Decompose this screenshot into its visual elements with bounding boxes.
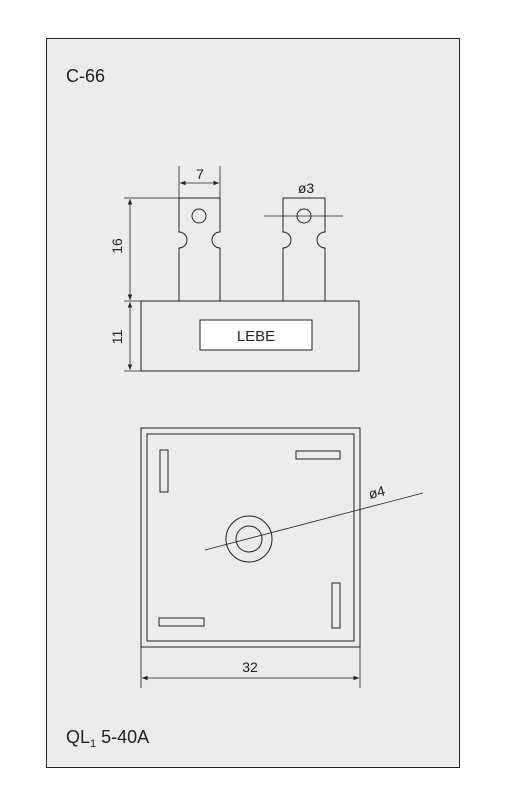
dim-body-width: 32	[242, 659, 258, 675]
terminal-right	[282, 197, 326, 301]
dim-body-height: 11	[109, 330, 125, 345]
terminal-slot-top-horizontal	[295, 450, 341, 460]
hole-leader-line	[204, 492, 424, 551]
side-body	[140, 300, 360, 372]
terminal-slot-right-vertical	[331, 582, 341, 629]
side-view: LEBE 7 ø3 16 11	[109, 166, 360, 372]
top-view: ø4 32	[140, 427, 424, 688]
dim-terminal-width: 7	[196, 166, 204, 182]
terminal-slot-bottom-horizontal	[158, 617, 205, 627]
label-plate	[199, 319, 313, 351]
footer-subscript: 1	[90, 738, 96, 750]
mounting-hole-inner	[235, 525, 263, 553]
dim-terminal-height: 16	[109, 238, 125, 254]
top-body-outer	[140, 427, 361, 648]
terminal-left	[178, 197, 221, 301]
footer-suffix: 5-40A	[96, 727, 149, 747]
dim-hole-diameter-top: ø4	[367, 482, 387, 502]
terminal-left-hole	[191, 208, 207, 224]
package-code: C-66	[66, 66, 105, 86]
mounting-hole-outer	[225, 515, 273, 563]
footer-prefix: QL	[66, 727, 90, 747]
dim-hole-diameter-side: ø3	[298, 180, 315, 196]
top-body-inner	[146, 433, 355, 642]
label-plate-text: LEBE	[237, 328, 275, 345]
drawing-frame	[46, 38, 460, 768]
footer-label: QL1 5-40A	[66, 727, 149, 750]
terminal-slot-left-vertical	[159, 449, 169, 493]
